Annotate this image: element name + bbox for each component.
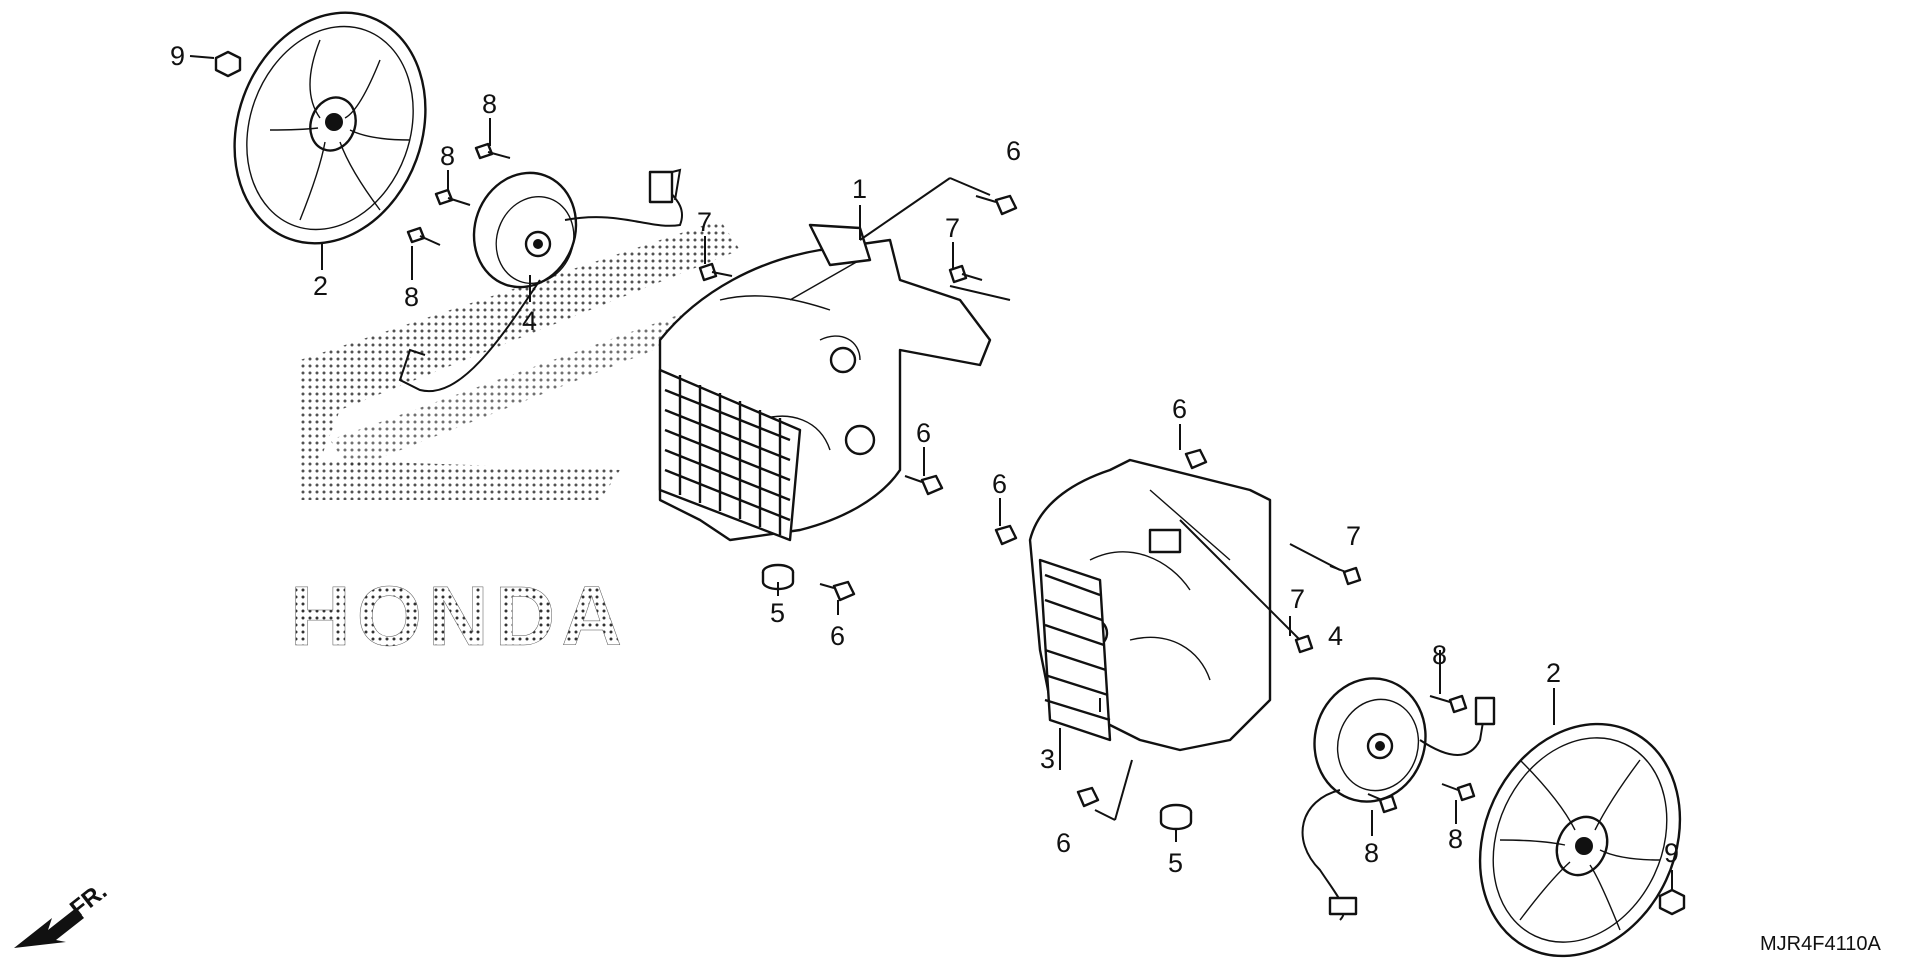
- callout-leaders: [321, 118, 1555, 842]
- left-motor-bolts: [406, 142, 511, 246]
- callout-6-right-a: 6: [1172, 394, 1187, 424]
- front-direction-arrow: FR.: [14, 878, 112, 948]
- callout-9-right: 9: [1664, 838, 1679, 868]
- right-motor-bolts: [1367, 694, 1476, 814]
- left-mount-bolts: [819, 194, 1018, 602]
- callout-7-left-b: 7: [945, 213, 960, 243]
- right-fan-motor: [1301, 677, 1496, 921]
- right-grommet: [1159, 803, 1193, 831]
- callout-5-left: 5: [770, 598, 785, 628]
- callout-8-right-a: 8: [1432, 640, 1447, 670]
- right-fan: [1478, 722, 1682, 958]
- left-shroud-leader: [859, 177, 1011, 301]
- callout-6-left-a: 6: [1006, 136, 1021, 166]
- diagram-code: MJR4F4110A: [1760, 933, 1881, 955]
- right-mount-bolts: [994, 448, 1208, 808]
- callout-8-left-c: 8: [404, 282, 419, 312]
- callout-7-left-a: 7: [697, 207, 712, 237]
- callout-5-right: 5: [1168, 848, 1183, 878]
- callout-8-right-c: 8: [1448, 824, 1463, 854]
- callout-1: 1: [852, 174, 867, 204]
- callout-7-right-b: 7: [1290, 584, 1305, 614]
- honda-wing-watermark: HONDA: [290, 220, 740, 663]
- callout-2-right: 2: [1546, 658, 1561, 688]
- callout-6-left-c: 6: [830, 621, 845, 651]
- callout-8-right-b: 8: [1364, 838, 1379, 868]
- callout-labels: 9 2 8 8 8 4 1 7 7 6 6 6 5 6 6 6 7 7 3 5 …: [170, 41, 1679, 878]
- callout-2-left: 2: [313, 271, 328, 301]
- callout-3: 3: [1040, 744, 1055, 774]
- left-fan-motor: [398, 168, 683, 393]
- right-shroud-bolts: [1294, 565, 1362, 654]
- left-shroud-bolts: [698, 262, 983, 284]
- callout-7-right-a: 7: [1346, 521, 1361, 551]
- callout-6-left-b: 6: [916, 418, 931, 448]
- callout-4-right: 4: [1328, 621, 1343, 651]
- right-fan-shroud: [1028, 458, 1272, 752]
- callout-6-right-c: 6: [1056, 828, 1071, 858]
- callout-8-left-b: 8: [440, 141, 455, 171]
- left-grommet: [761, 563, 795, 591]
- left-fan: [233, 11, 427, 245]
- left-fan-shroud: [658, 223, 992, 542]
- right-fan-nut: [1658, 870, 1686, 916]
- callout-4-left: 4: [522, 306, 537, 336]
- callout-9-left: 9: [170, 41, 185, 71]
- honda-wordmark: HONDA: [290, 569, 628, 663]
- callout-6-right-b: 6: [992, 469, 1007, 499]
- left-fan-nut: [189, 50, 242, 78]
- callout-8-left-a: 8: [482, 89, 497, 119]
